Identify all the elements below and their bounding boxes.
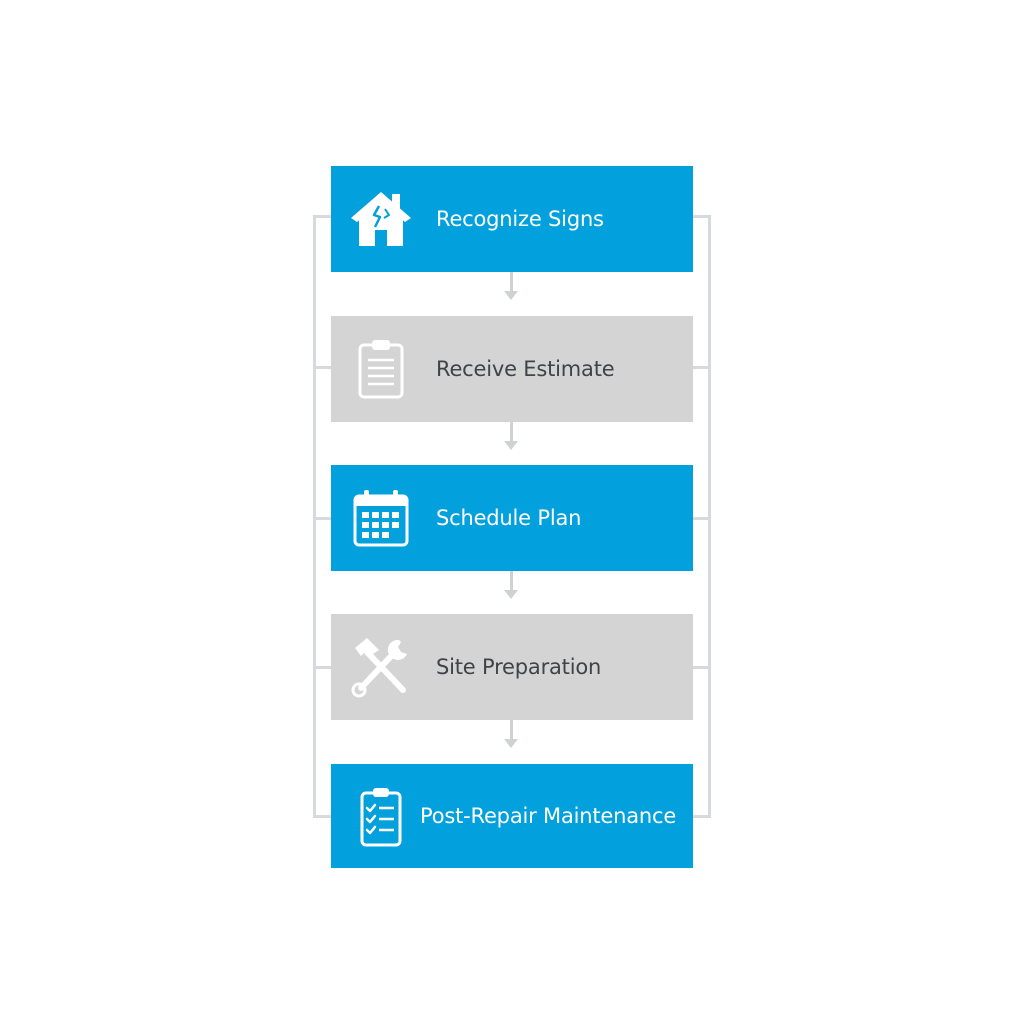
calendar-icon [349,487,413,549]
step-label: Site Preparation [436,655,602,679]
right-rail [708,215,711,817]
step-schedule-plan: Schedule Plan [331,465,693,571]
step-post-repair-maintenance: Post-Repair Maintenance [331,764,693,868]
connector-line [510,719,513,739]
right-rail-tick [693,215,711,218]
left-rail [313,215,316,817]
clipboard-icon [349,338,413,400]
left-rail-tick [313,215,331,218]
left-rail-tick [313,815,331,818]
connector-line [510,421,513,441]
connector-line [510,570,513,590]
arrow-down-icon [504,739,518,748]
step-site-preparation: Site Preparation [331,614,693,720]
hammer-wrench-icon [349,636,413,698]
cracked-house-icon [349,188,413,250]
right-rail-tick [693,366,711,369]
step-label: Receive Estimate [436,357,615,381]
arrow-down-icon [504,291,518,300]
step-label: Schedule Plan [436,506,582,530]
arrow-down-icon [504,590,518,599]
right-rail-tick [693,666,711,669]
connector-line [510,271,513,291]
step-label: Post-Repair Maintenance [420,804,677,828]
right-rail-tick [693,815,711,818]
step-recognize-signs: Recognize Signs [331,166,693,272]
left-rail-tick [313,666,331,669]
checklist-icon [349,786,413,848]
step-receive-estimate: Receive Estimate [331,316,693,422]
arrow-down-icon [504,441,518,450]
right-rail-tick [693,517,711,520]
left-rail-tick [313,366,331,369]
step-label: Recognize Signs [436,207,604,231]
left-rail-tick [313,517,331,520]
